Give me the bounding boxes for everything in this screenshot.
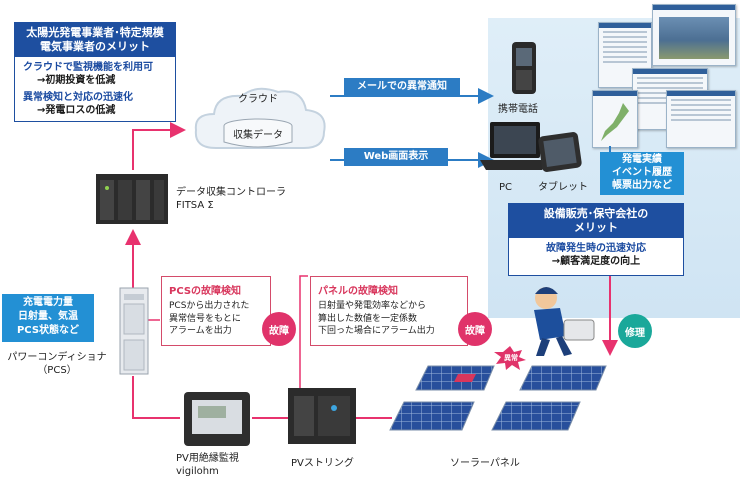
controller-label: データ収集コントローラ FITSA Σ bbox=[176, 186, 306, 212]
laptop-icon bbox=[480, 122, 548, 170]
data-controller-device bbox=[96, 174, 168, 224]
merit-point: クラウドで監視機能を利用可 bbox=[23, 62, 153, 73]
vigilohm-device bbox=[184, 392, 250, 446]
fault-badge-panel: 故障 bbox=[458, 312, 492, 346]
title-line: 太陽光発電事業者･特定規模 bbox=[26, 26, 164, 39]
title-line: 設備販売･保守会社の bbox=[543, 207, 649, 220]
fault-badge-pcs: 故障 bbox=[262, 312, 296, 346]
operator-merit-title: 太陽光発電事業者･特定規模 電気事業者のメリット bbox=[15, 23, 175, 57]
vigilohm-name: PV用絶縁監視 bbox=[176, 453, 239, 464]
fault-line: 算出した数値を一定係数 bbox=[318, 313, 418, 324]
mobile-phone-icon bbox=[512, 42, 536, 94]
controller-model: FITSA Σ bbox=[176, 200, 214, 211]
operator-merit-box: 太陽光発電事業者･特定規模 電気事業者のメリット クラウドで監視機能を利用可 →… bbox=[14, 22, 176, 122]
software-screen-map bbox=[592, 90, 638, 148]
title-line: メリット bbox=[574, 221, 618, 234]
software-screen-4 bbox=[666, 90, 736, 148]
mail-notification-tag: メールでの異常通知 bbox=[344, 78, 460, 96]
vigilohm-label: PV用絶縁監視 vigilohm bbox=[176, 452, 266, 478]
merit-point: 異常検知と対応の迅速化 bbox=[23, 92, 133, 103]
merit-point-result: →初期投資を低減 bbox=[37, 75, 116, 86]
pcs-label: パワーコンディショナ （PCS） bbox=[2, 351, 112, 377]
pcs-abbr: （PCS） bbox=[37, 365, 77, 376]
maintenance-merit-box: 設備販売･保守会社の メリット 故障発生時の迅速対応 →顧客満足度の向上 bbox=[508, 203, 684, 276]
vigilohm-model: vigilohm bbox=[176, 466, 219, 477]
fault-line: 下回った場合にアラーム出力 bbox=[318, 326, 435, 336]
cloud-icon bbox=[194, 87, 326, 149]
report-line: 発電実績 bbox=[622, 154, 662, 165]
tablet-icon bbox=[538, 132, 582, 172]
maintenance-worker-illustration bbox=[534, 287, 595, 356]
power-conditioner-cabinet bbox=[119, 287, 149, 375]
merit-point: 故障発生時の迅速対応 bbox=[546, 243, 646, 254]
fault-line: 日射量や発電効率などから bbox=[318, 301, 427, 311]
pcs-fault-detection-box: PCSの故障検知 PCSから出力された 異常信号をもとに アラームを出力 bbox=[161, 276, 271, 346]
fault-line: PCSから出力された bbox=[169, 301, 250, 311]
phone-label: 携帯電話 bbox=[498, 104, 538, 115]
software-screen-2 bbox=[652, 4, 736, 66]
line-fault-panel bbox=[299, 275, 308, 395]
merit-point-result: →発電ロスの低減 bbox=[37, 105, 116, 116]
pcs-data-line: PCS状態など bbox=[16, 325, 80, 336]
pv-string-label: PVストリング bbox=[291, 458, 354, 469]
title-line: 電気事業者のメリット bbox=[40, 40, 150, 53]
report-line: 帳票出力など bbox=[612, 180, 672, 191]
pc-label: PC bbox=[499, 182, 513, 193]
fault-line: アラームを出力 bbox=[169, 326, 232, 336]
fault-title: PCSの故障検知 bbox=[169, 286, 242, 297]
pcs-data-line: 充電電力量 bbox=[23, 297, 73, 308]
web-display-tag: Web画面表示 bbox=[344, 148, 448, 166]
line-pcs-to-vigilohm bbox=[132, 376, 180, 419]
anomaly-burst-icon bbox=[494, 346, 526, 370]
cloud-label: クラウド bbox=[238, 94, 278, 105]
solar-panel-label: ソーラーパネル bbox=[450, 458, 520, 469]
tablet-label: タブレット bbox=[538, 182, 588, 193]
solar-panel-array bbox=[389, 365, 607, 431]
maintenance-merit-title: 設備販売･保守会社の メリット bbox=[509, 204, 683, 238]
report-output-box: 発電実績 イベント履歴 帳票出力など bbox=[600, 152, 684, 195]
cloud-database-label: 収集データ bbox=[233, 130, 283, 141]
report-line: イベント履歴 bbox=[612, 167, 672, 178]
pv-string-device bbox=[288, 388, 356, 444]
arrow-controller-to-cloud bbox=[132, 122, 186, 170]
fault-title: パネルの故障検知 bbox=[318, 286, 398, 297]
pcs-name: パワーコンディショナ bbox=[7, 352, 107, 363]
fault-line: 異常信号をもとに bbox=[169, 313, 241, 324]
repair-badge: 修理 bbox=[618, 314, 652, 348]
pcs-data-box: 充電電力量 日射量、気温 PCS状態など bbox=[2, 294, 94, 342]
controller-name: データ収集コントローラ bbox=[176, 187, 286, 198]
pcs-data-line: 日射量、気温 bbox=[18, 311, 78, 322]
anomaly-badge: 異常 bbox=[504, 354, 518, 362]
panel-fault-detection-box: パネルの故障検知 日射量や発電効率などから 算出した数値を一定係数 下回った場合… bbox=[310, 276, 468, 346]
merit-point-result: →顧客満足度の向上 bbox=[551, 256, 641, 267]
